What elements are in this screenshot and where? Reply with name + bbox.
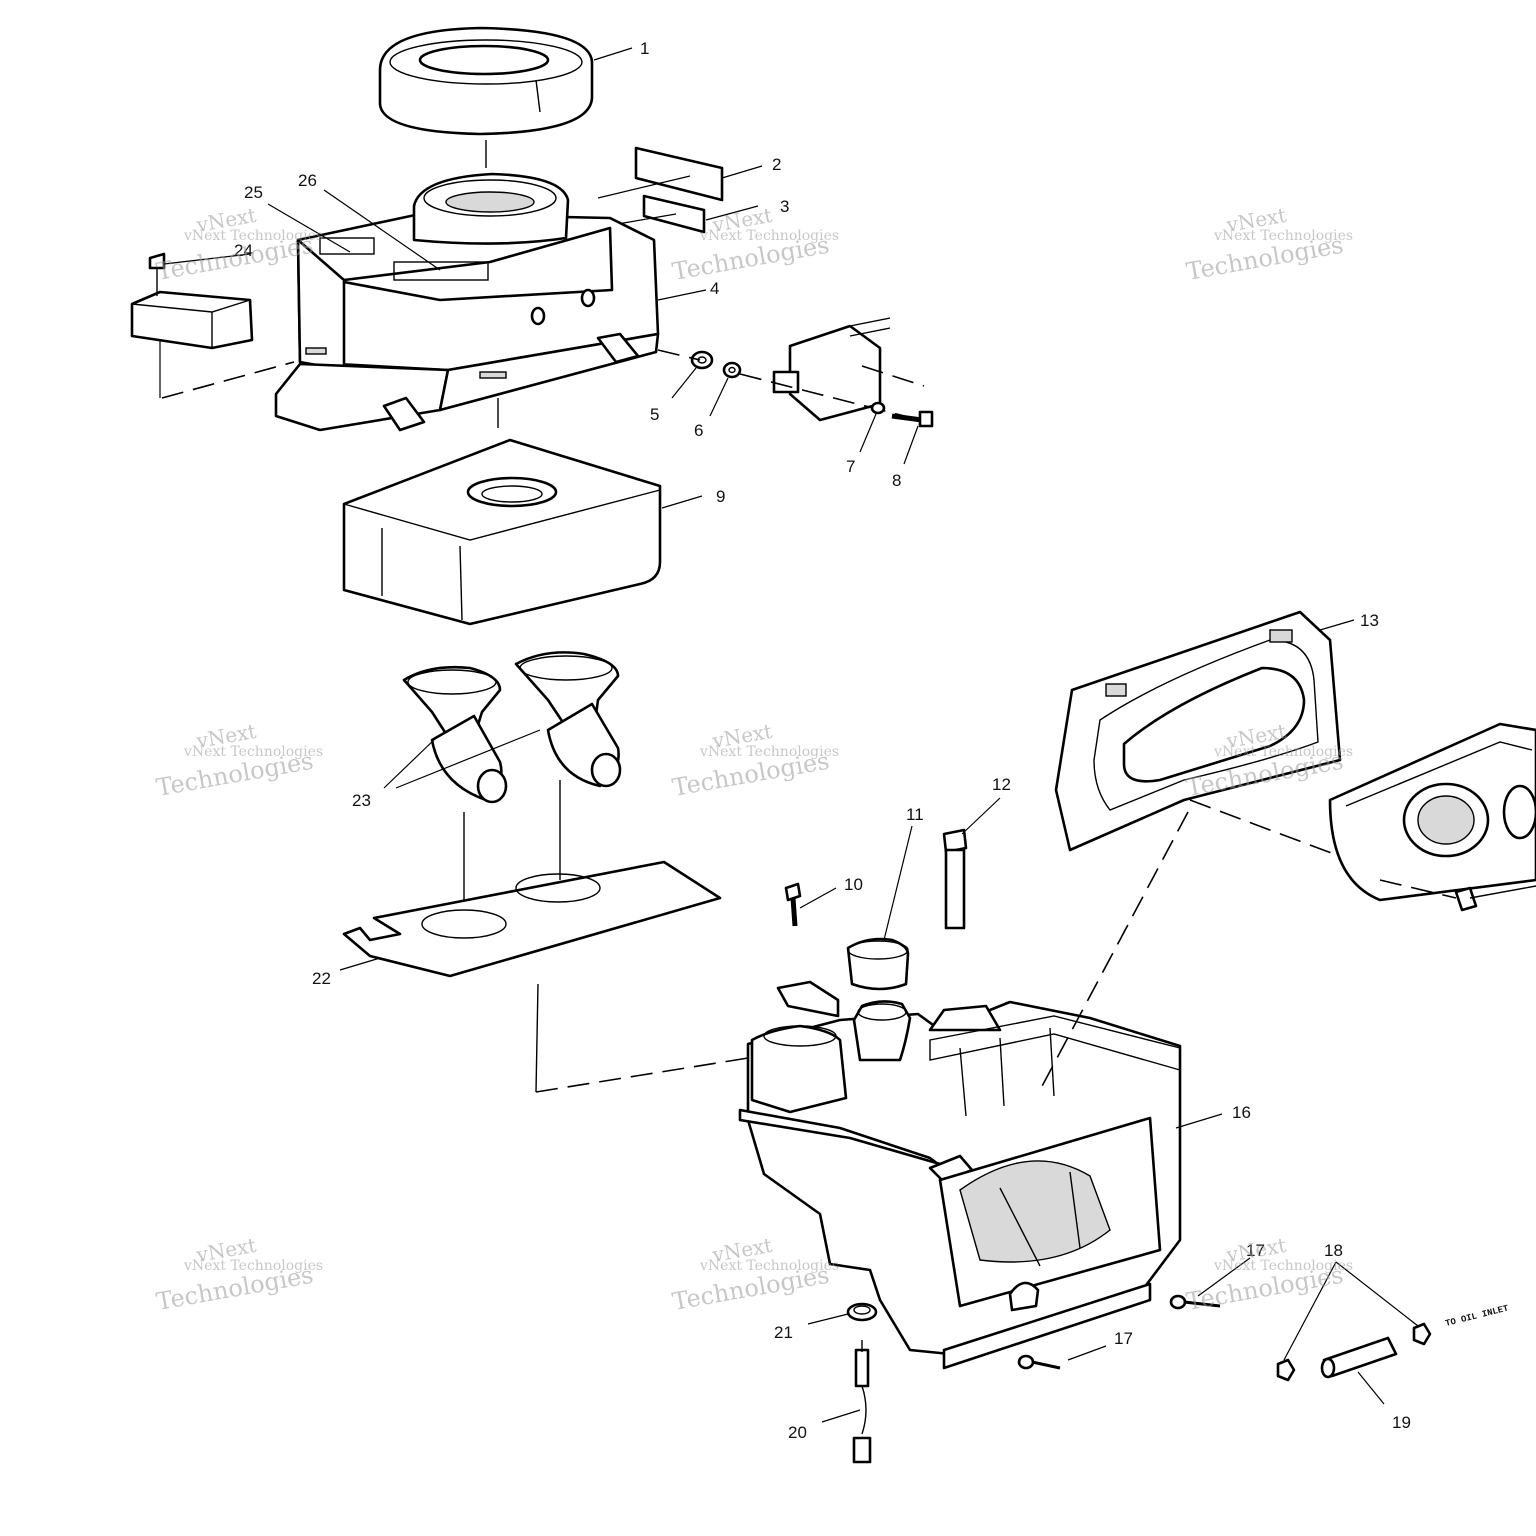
callout-3: 3 xyxy=(780,197,789,216)
part-5-grommet xyxy=(690,350,714,370)
part-23-intake-boots xyxy=(402,651,622,804)
part-18-clamps xyxy=(1276,1322,1432,1382)
callout-16: 16 xyxy=(1232,1103,1251,1122)
watermark: vNext vNext Technologies Technologies xyxy=(154,719,323,802)
callout-22: 22 xyxy=(312,969,331,988)
callout-17-lower: 17 xyxy=(1114,1329,1133,1348)
watermark: vNext vNext Technologies Technologies xyxy=(670,719,839,802)
svg-text:vNext Technologies: vNext Technologies xyxy=(1213,228,1353,244)
watermark: vNext vNext Technologies Technologies xyxy=(670,1233,839,1316)
callout-9: 9 xyxy=(716,487,725,506)
callout-2: 2 xyxy=(772,155,781,174)
part-9-foam-block xyxy=(342,438,662,626)
callout-5: 5 xyxy=(650,405,659,424)
intake-duct xyxy=(1328,722,1536,912)
part-4-airbox-housing xyxy=(274,172,660,432)
part-22-plate xyxy=(342,860,722,978)
part-13-air-intake-frame xyxy=(1054,610,1342,852)
part-17-fitting-upper xyxy=(1169,1294,1221,1310)
part-12-gauge xyxy=(942,828,968,930)
watermark: vNext vNext Technologies Technologies xyxy=(154,1233,323,1316)
svg-text:vNext Technologies: vNext Technologies xyxy=(699,744,839,760)
svg-text:vNext Technologies: vNext Technologies xyxy=(1213,744,1353,760)
callout-8: 8 xyxy=(892,471,901,490)
callout-labels: 1 2 3 4 5 6 7 8 9 10 11 12 13 16 17 17 1… xyxy=(234,39,1411,1442)
part-11-cap xyxy=(846,937,910,991)
callout-4: 4 xyxy=(710,279,719,298)
callout-7: 7 xyxy=(846,457,855,476)
svg-text:vNext Technologies: vNext Technologies xyxy=(699,1258,839,1274)
part-20-sensor xyxy=(852,1340,872,1464)
part-19-hose xyxy=(1320,1336,1398,1379)
callout-21: 21 xyxy=(774,1323,793,1342)
callout-26: 26 xyxy=(298,171,317,190)
callout-10: 10 xyxy=(844,875,863,894)
callout-6: 6 xyxy=(694,421,703,440)
callout-24: 24 xyxy=(234,241,253,260)
part-10-bolt xyxy=(784,882,802,927)
part-2-decal xyxy=(634,146,724,202)
part-24-module xyxy=(130,252,254,398)
svg-text:vNext Technologies: vNext Technologies xyxy=(183,744,323,760)
callout-1: 1 xyxy=(640,39,649,58)
callout-17-upper: 17 xyxy=(1246,1241,1265,1260)
callout-13: 13 xyxy=(1360,611,1379,630)
callout-23: 23 xyxy=(352,791,371,810)
callout-20: 20 xyxy=(788,1423,807,1442)
callout-11: 11 xyxy=(906,805,924,824)
part-17-fitting-lower xyxy=(1017,1354,1061,1370)
svg-text:vNext Technologies: vNext Technologies xyxy=(183,228,323,244)
part-8-bolt xyxy=(891,410,934,428)
callout-25: 25 xyxy=(244,183,263,202)
callout-18: 18 xyxy=(1324,1241,1343,1260)
watermark: vNext vNext Technologies Technologies xyxy=(1184,203,1353,286)
part-6-washer xyxy=(722,361,742,379)
part-16-airbox-base xyxy=(738,980,1182,1370)
part-7-washer xyxy=(870,401,886,415)
svg-text:vNext Technologies: vNext Technologies xyxy=(183,1258,323,1274)
oil-inlet-note: TO OIL INLET xyxy=(1444,1303,1510,1329)
svg-text:vNext Technologies: vNext Technologies xyxy=(1213,1258,1353,1274)
part-21-grommet xyxy=(846,1302,878,1322)
part-1-foam-ring xyxy=(378,26,594,136)
svg-text:vNext Technologies: vNext Technologies xyxy=(699,228,839,244)
callout-19: 19 xyxy=(1392,1413,1411,1432)
callout-12: 12 xyxy=(992,775,1011,794)
leader-lines xyxy=(163,47,1419,1423)
